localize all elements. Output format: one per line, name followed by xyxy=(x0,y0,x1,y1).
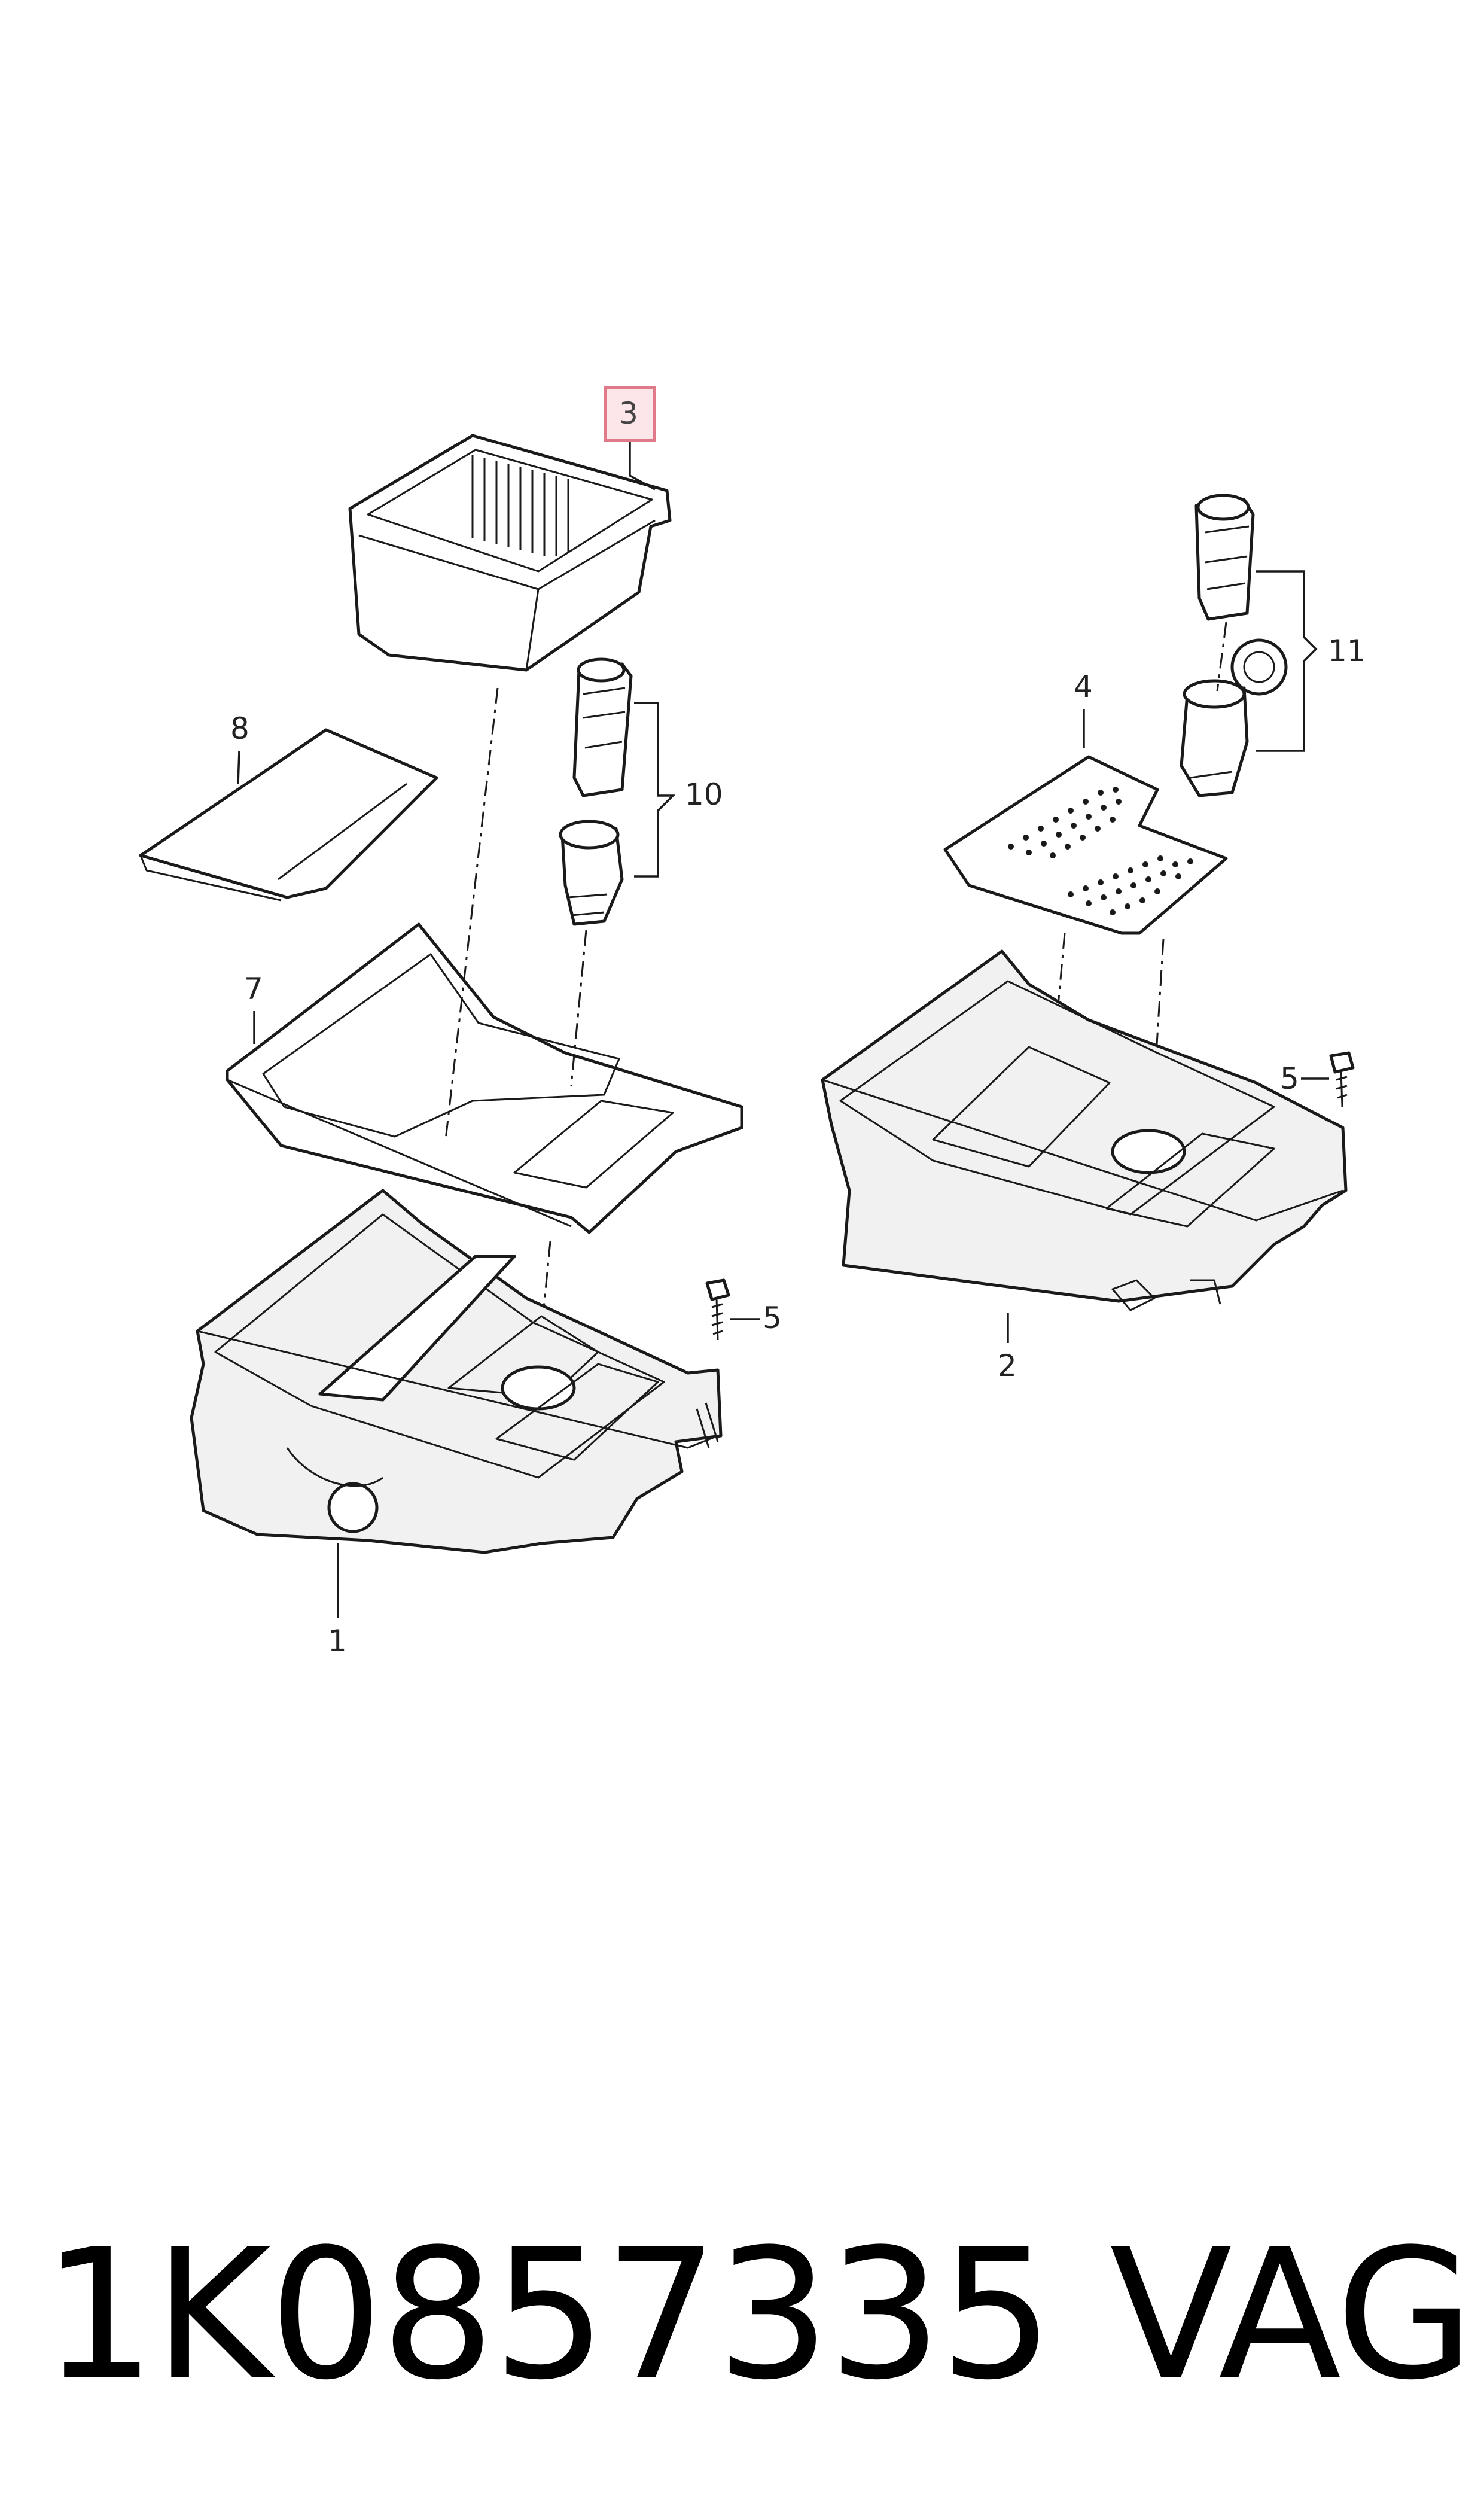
part-11-socket-assembly xyxy=(1180,494,1288,797)
part-5-screw-left xyxy=(705,1278,730,1341)
part-5-screw-right xyxy=(1329,1051,1355,1107)
part-10-socket-assembly xyxy=(559,657,633,926)
part-1-console-housing xyxy=(190,1189,723,1554)
part-3-storage-tray xyxy=(348,434,672,672)
part-7-console-trim xyxy=(226,922,743,1234)
callout-11: 11 xyxy=(1328,634,1366,668)
callout-3: 3 xyxy=(619,396,638,431)
part-number: 1K0857335 xyxy=(42,2211,1054,2419)
callout-8: 8 xyxy=(230,711,249,746)
callout-7: 7 xyxy=(244,972,263,1006)
callout-1: 1 xyxy=(328,1624,347,1658)
part-4-perforated-mat xyxy=(943,755,1228,935)
callout-10: 10 xyxy=(685,777,723,812)
callout-4: 4 xyxy=(1074,669,1093,704)
part-8-rubber-mat xyxy=(139,728,438,902)
callout-5-right: 5 xyxy=(1280,1061,1299,1096)
part-2-console-housing xyxy=(821,949,1348,1311)
callout-2: 2 xyxy=(998,1348,1017,1383)
brand-label: VAG xyxy=(1110,2211,1474,2419)
callout-3-highlight xyxy=(604,386,656,442)
callout-5-left: 5 xyxy=(763,1301,782,1335)
